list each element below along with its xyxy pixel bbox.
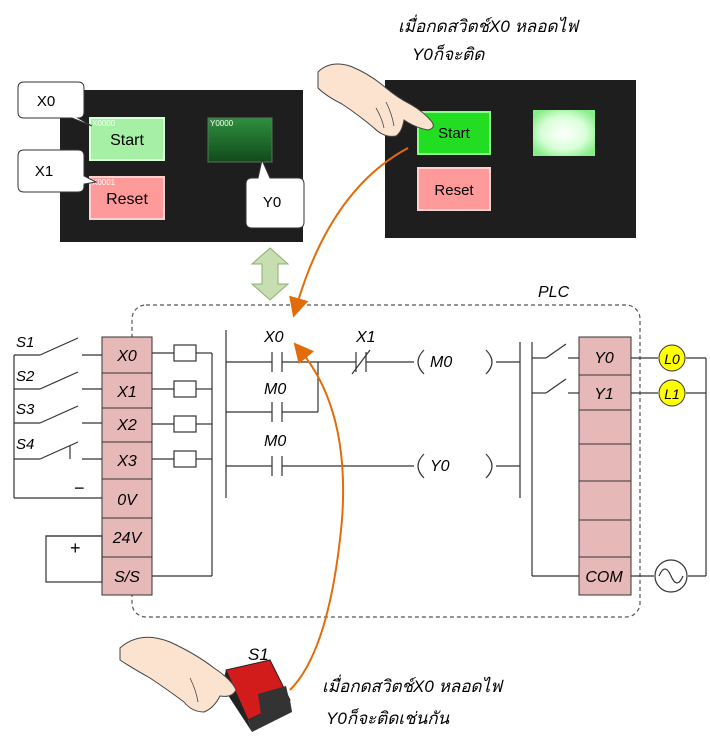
callout-x0: X0 [17, 81, 93, 127]
ladder-contact-x1: X1 [355, 329, 376, 346]
terminal-x3: X3 [116, 453, 137, 470]
hmi-left-reset-button[interactable] [89, 176, 165, 220]
pushbutton-s1-icon [222, 659, 292, 732]
svg-text:Y0: Y0 [263, 194, 281, 211]
switch-s1-label: S1 [16, 334, 34, 351]
svg-text:L0: L0 [664, 351, 680, 367]
ladder-coil-y0: Y0 [430, 458, 450, 475]
hmi-right-reset-button[interactable] [417, 167, 491, 211]
callout-y0: Y0 [245, 158, 305, 229]
plus-sign: + [70, 538, 81, 558]
lamp-l1: L1 [658, 379, 686, 407]
output-wiring [531, 342, 707, 577]
switch-s4-label: S4 [16, 436, 34, 453]
switch-s2-label: S2 [16, 368, 35, 385]
hand-pressing-icon [119, 636, 237, 713]
lamp-l0: L0 [658, 344, 686, 372]
arrow-switch-to-ladder [289, 342, 345, 691]
caption-top-line1: เมื่อกดสวิตช์X0 หลอดไฟ [398, 14, 580, 36]
minus-sign: − [74, 478, 85, 498]
output-terminal-block: Y0 Y1 COM [578, 336, 632, 596]
hmi-left-start-button[interactable] [89, 117, 165, 161]
input-internal-circuit [152, 344, 213, 577]
ladder-contact-m0-a: M0 [264, 381, 286, 398]
plc-title: PLC [538, 284, 570, 301]
hmi-right-lamp-y0 [533, 110, 595, 156]
ac-source-icon [654, 559, 688, 593]
input-terminal-block: X0 X1 X2 X3 0V 24V S/S [101, 336, 153, 596]
hmi-right-panel: Start Reset [385, 80, 636, 238]
terminal-x1: X1 [116, 384, 137, 401]
hmi-left-lamp-tag: Y0000 [210, 119, 234, 128]
caption-bottom-line1: เมื่อกดสวิตช์X0 หลอดไฟ [322, 674, 504, 696]
ladder-diagram [225, 330, 521, 498]
terminal-24v: 24V [112, 530, 143, 547]
hmi-right-start-label: Start [438, 125, 471, 142]
arrow-hmi-to-ladder [289, 147, 409, 318]
hmi-left-reset-tag: X0001 [92, 178, 116, 187]
terminal-com: COM [585, 569, 623, 586]
hmi-left-start-label: Start [110, 132, 144, 149]
hmi-left-reset-label: Reset [106, 191, 148, 208]
switch-s3-label: S3 [16, 401, 35, 418]
hmi-left-lamp-y0 [207, 117, 273, 163]
ladder-contact-m0-b: M0 [264, 433, 286, 450]
terminal-y0: Y0 [594, 350, 614, 367]
svg-text:L1: L1 [664, 386, 680, 402]
terminal-ss: S/S [114, 569, 140, 586]
terminal-x0: X0 [116, 348, 137, 365]
pushbutton-s1-label: S1 [248, 645, 269, 664]
ladder-coil-m0: M0 [430, 354, 452, 371]
caption-top-line2: Y0ก็จะติด [412, 44, 485, 64]
svg-text:X0: X0 [37, 93, 55, 110]
terminal-y1: Y1 [594, 386, 614, 403]
input-wiring [13, 337, 103, 583]
hand-pointing-icon [317, 63, 434, 137]
hmi-left-start-tag: X0000 [92, 119, 116, 128]
hmi-right-reset-label: Reset [434, 182, 474, 199]
terminal-0v: 0V [117, 492, 138, 509]
ladder-contact-x0: X0 [263, 329, 284, 346]
callout-x1: X1 [17, 149, 98, 193]
caption-bottom-line2: Y0ก็จะติดเช่นกัน [326, 708, 450, 728]
double-arrow-icon [250, 247, 290, 301]
terminal-x2: X2 [116, 417, 137, 434]
plc-enclosure [131, 304, 641, 618]
svg-text:X1: X1 [35, 163, 53, 180]
